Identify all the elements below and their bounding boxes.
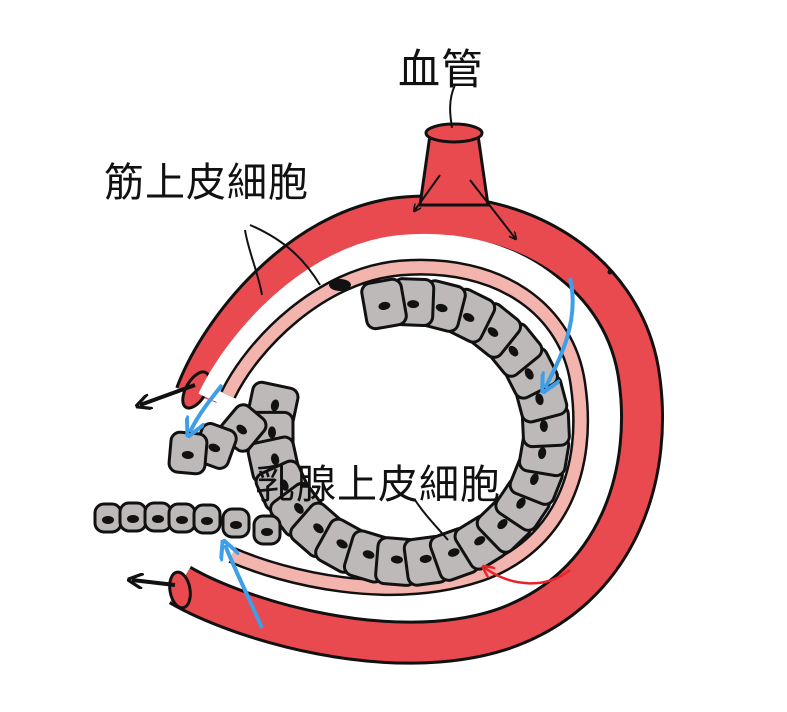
cell-nucleus: [419, 554, 432, 563]
myoepithelial-nucleus: [329, 279, 351, 291]
cell-nucleus: [539, 420, 548, 433]
epithelial-cell: [143, 501, 173, 533]
cell-nucleus: [181, 450, 194, 460]
cell-nucleus: [497, 519, 508, 530]
black-outflow-arrows: [132, 383, 196, 585]
cell-nucleus: [261, 528, 273, 536]
epithelial-cell: [252, 514, 282, 546]
arrow-icon: [140, 383, 196, 405]
arrow-icon: [132, 580, 176, 585]
cell-nucleus: [279, 479, 289, 491]
blue-flow-arrows: [190, 277, 575, 629]
epithelial-cell: [118, 501, 148, 533]
epithelial-cell: [167, 430, 209, 476]
cell-nucleus: [336, 539, 348, 549]
epithelial-cell: [93, 502, 123, 534]
cell-nucleus: [407, 300, 420, 309]
cell-nucleus: [524, 368, 534, 380]
cell-nucleus: [463, 312, 475, 322]
myoepithelial-layer: [220, 258, 590, 596]
cell-nucleus: [435, 303, 448, 313]
arrow-icon: [190, 383, 224, 432]
cell-nucleus: [313, 523, 324, 534]
cell-nucleus: [270, 399, 280, 412]
cell-nucleus: [294, 503, 304, 514]
cell-nucleus: [474, 536, 486, 546]
cell-nucleus: [447, 548, 460, 557]
cell-nucleus: [538, 447, 547, 460]
cell-nucleus: [508, 345, 519, 357]
cell-nucleus: [487, 327, 499, 337]
cell-nucleus: [268, 426, 277, 439]
blood-vessel: [168, 122, 665, 665]
cell-nucleus: [152, 515, 164, 523]
cell-nucleus: [516, 497, 526, 509]
cell-nucleus: [230, 521, 242, 529]
arrow-icon: [225, 545, 264, 629]
epithelial-cell: [192, 503, 222, 535]
cell-nucleus: [378, 301, 391, 311]
vessel-label: 血管: [398, 45, 485, 94]
cell-nucleus: [362, 550, 375, 559]
epithelial-cell: [167, 502, 197, 534]
myoepithelial-label: 筋上皮細胞: [104, 160, 309, 206]
arrow-icon: [485, 568, 571, 585]
cell-nucleus: [176, 516, 188, 524]
cell-nucleus: [271, 453, 280, 466]
cell-nucleus: [390, 555, 403, 564]
mammary-epithelial-label: 乳腺上皮細胞: [255, 462, 501, 508]
cell-nucleus: [530, 473, 539, 486]
cell-nucleus: [127, 515, 139, 523]
epithelial-cell: [360, 277, 408, 331]
cell-nucleus: [236, 424, 247, 435]
mammary-epithelial-cells: [93, 277, 571, 587]
cell-nucleus: [201, 517, 213, 525]
cell-nucleus: [208, 443, 221, 453]
arrow-icon: [545, 277, 575, 388]
cell-nucleus: [102, 516, 114, 524]
leader-lines: [244, 84, 613, 541]
epithelial-cell: [221, 507, 251, 539]
